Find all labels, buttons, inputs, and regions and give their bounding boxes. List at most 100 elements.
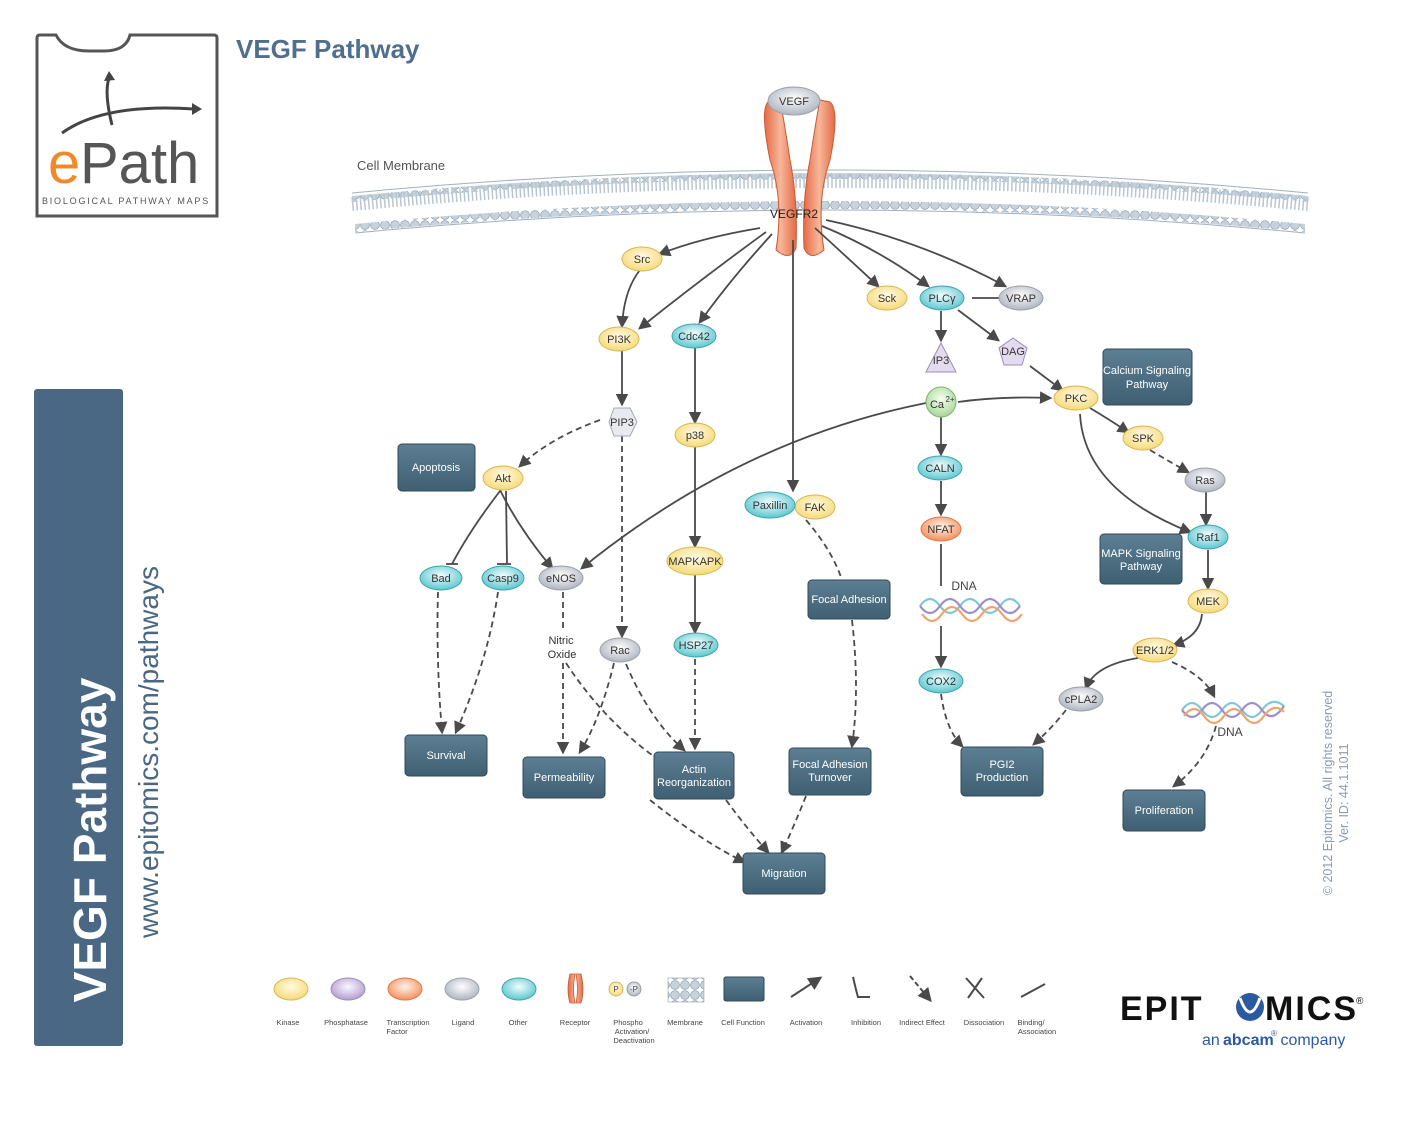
proliferation-box[interactable] xyxy=(1122,789,1206,832)
node-paxillin[interactable] xyxy=(744,491,796,519)
label-ca-charge: 2+ xyxy=(945,395,954,404)
label-hsp27: HSP27 xyxy=(679,640,714,652)
legend-inhibition-icon xyxy=(852,976,870,998)
legend-indirect: Indirect Effect xyxy=(899,1018,946,1027)
fa-turnover-box[interactable] xyxy=(788,747,872,796)
node-casp9[interactable] xyxy=(481,565,525,591)
proliferation-label: Proliferation xyxy=(1135,805,1194,817)
node-akt[interactable] xyxy=(482,465,524,491)
label-pi3k: PI3K xyxy=(607,334,632,346)
node-cpla2[interactable] xyxy=(1058,686,1104,712)
node-cdc42[interactable] xyxy=(671,323,717,349)
cell-function-boxes xyxy=(397,348,1206,895)
label-ras: Ras xyxy=(1195,475,1215,487)
node-dag[interactable] xyxy=(998,337,1028,366)
label-akt: Akt xyxy=(495,473,511,485)
focal-adhesion-box[interactable] xyxy=(807,579,891,620)
node-enos[interactable] xyxy=(538,565,584,591)
pgi2-box[interactable] xyxy=(960,746,1044,797)
label-sck: Sck xyxy=(878,293,897,305)
legend-tf: Transcription xyxy=(386,1018,429,1027)
dna-label-1: DNA xyxy=(951,579,976,593)
node-ca[interactable] xyxy=(925,386,957,418)
node-spk[interactable] xyxy=(1122,425,1164,451)
legend-labels: Kinase Phosphatase Transcription Factor … xyxy=(277,985,1057,1045)
migration-box[interactable] xyxy=(742,852,826,895)
vegf-ligand[interactable] xyxy=(767,86,821,116)
legend-p-symbol: P xyxy=(613,985,618,994)
legend-tf-2: Factor xyxy=(386,1027,408,1036)
cell-membrane xyxy=(351,169,1309,234)
logo-epit: EPIT xyxy=(1120,990,1204,1028)
node-src[interactable] xyxy=(621,246,663,272)
apoptosis-box[interactable] xyxy=(397,443,476,492)
node-pkc[interactable] xyxy=(1053,385,1099,411)
legend-receptor-icon xyxy=(567,973,584,1004)
legend-tf-icon xyxy=(387,977,423,1001)
legend-binding: Binding/ xyxy=(1017,1018,1045,1027)
node-pip3[interactable] xyxy=(608,407,638,437)
actin-label-2: Reorganization xyxy=(657,777,731,789)
node-erk[interactable] xyxy=(1132,637,1178,663)
label-paxillin: Paxillin xyxy=(753,500,788,512)
node-pi3k[interactable] xyxy=(598,326,640,352)
permeability-label: Permeability xyxy=(534,772,595,784)
actin-box[interactable] xyxy=(653,751,735,800)
node-nfat[interactable] xyxy=(920,516,962,542)
node-ras[interactable] xyxy=(1184,467,1226,493)
label-fak: FAK xyxy=(805,502,826,514)
permeability-box[interactable] xyxy=(522,756,606,799)
legend-phospho-3: Deactivation xyxy=(613,1036,654,1045)
pgi2-label-1: PGI2 xyxy=(989,759,1014,771)
label-ca: Ca xyxy=(930,399,945,411)
vegfr2-receptor[interactable] xyxy=(764,99,836,256)
logo-abcam: abcam xyxy=(1223,1032,1274,1049)
node-raf1[interactable] xyxy=(1187,524,1229,550)
label-ip3: IP3 xyxy=(933,355,950,367)
ligand-nodes xyxy=(538,285,1226,712)
survival-box[interactable] xyxy=(404,734,488,777)
legend-other: Other xyxy=(509,1018,528,1027)
legend-dephospho-icon xyxy=(626,981,642,997)
legend-dissociation-icon xyxy=(965,977,985,999)
node-bad[interactable] xyxy=(419,565,463,591)
label-cdc42: Cdc42 xyxy=(678,331,710,343)
epitomics-logo: EPIT MICS ® an abcam ® company xyxy=(1120,990,1364,1049)
legend-kinase: Kinase xyxy=(277,1018,300,1027)
node-sck[interactable] xyxy=(866,285,908,311)
other-nodes xyxy=(419,285,1229,694)
logo-mics: MICS xyxy=(1265,990,1358,1028)
calcium-label-2: Pathway xyxy=(1126,379,1169,391)
calcium-pathway-box[interactable] xyxy=(1102,348,1193,406)
node-vrap[interactable] xyxy=(998,285,1044,311)
node-mek[interactable] xyxy=(1187,588,1229,614)
node-plcy[interactable] xyxy=(919,285,965,311)
node-rac[interactable] xyxy=(599,637,641,663)
node-caln[interactable] xyxy=(917,455,963,481)
dna-helix-2 xyxy=(1181,700,1285,725)
label-cox2: COX2 xyxy=(926,676,956,688)
node-ip3[interactable] xyxy=(925,341,957,373)
vegfr2-label: VEGFR2 xyxy=(770,207,818,221)
node-cox2[interactable] xyxy=(918,668,964,694)
indirect-edges xyxy=(434,419,1217,864)
label-enos: eNOS xyxy=(546,573,576,585)
node-hsp27[interactable] xyxy=(673,632,719,658)
page-title: VEGF Pathway xyxy=(236,34,420,64)
fa-turnover-label-1: Focal Adhesion xyxy=(792,759,867,771)
kinase-nodes xyxy=(482,246,1229,663)
legend-other-icon xyxy=(501,977,537,1001)
node-mapkapk[interactable] xyxy=(666,546,724,576)
legend-indirect-icon xyxy=(909,975,932,1003)
label-casp9: Casp9 xyxy=(487,573,519,585)
migration-label: Migration xyxy=(761,868,806,880)
membrane-label: Cell Membrane xyxy=(357,158,445,173)
label-dag: DAG xyxy=(1001,346,1025,358)
label-nitric: Nitric xyxy=(548,635,574,647)
epath-logo: e Path BIOLOGICAL PATHWAY MAPS xyxy=(35,33,219,218)
node-p38[interactable] xyxy=(674,422,716,448)
legend-binding-icon xyxy=(1020,983,1046,998)
logo-tagline: BIOLOGICAL PATHWAY MAPS xyxy=(42,196,210,206)
label-nfat: NFAT xyxy=(927,524,955,536)
mapk-pathway-box[interactable] xyxy=(1099,533,1183,585)
